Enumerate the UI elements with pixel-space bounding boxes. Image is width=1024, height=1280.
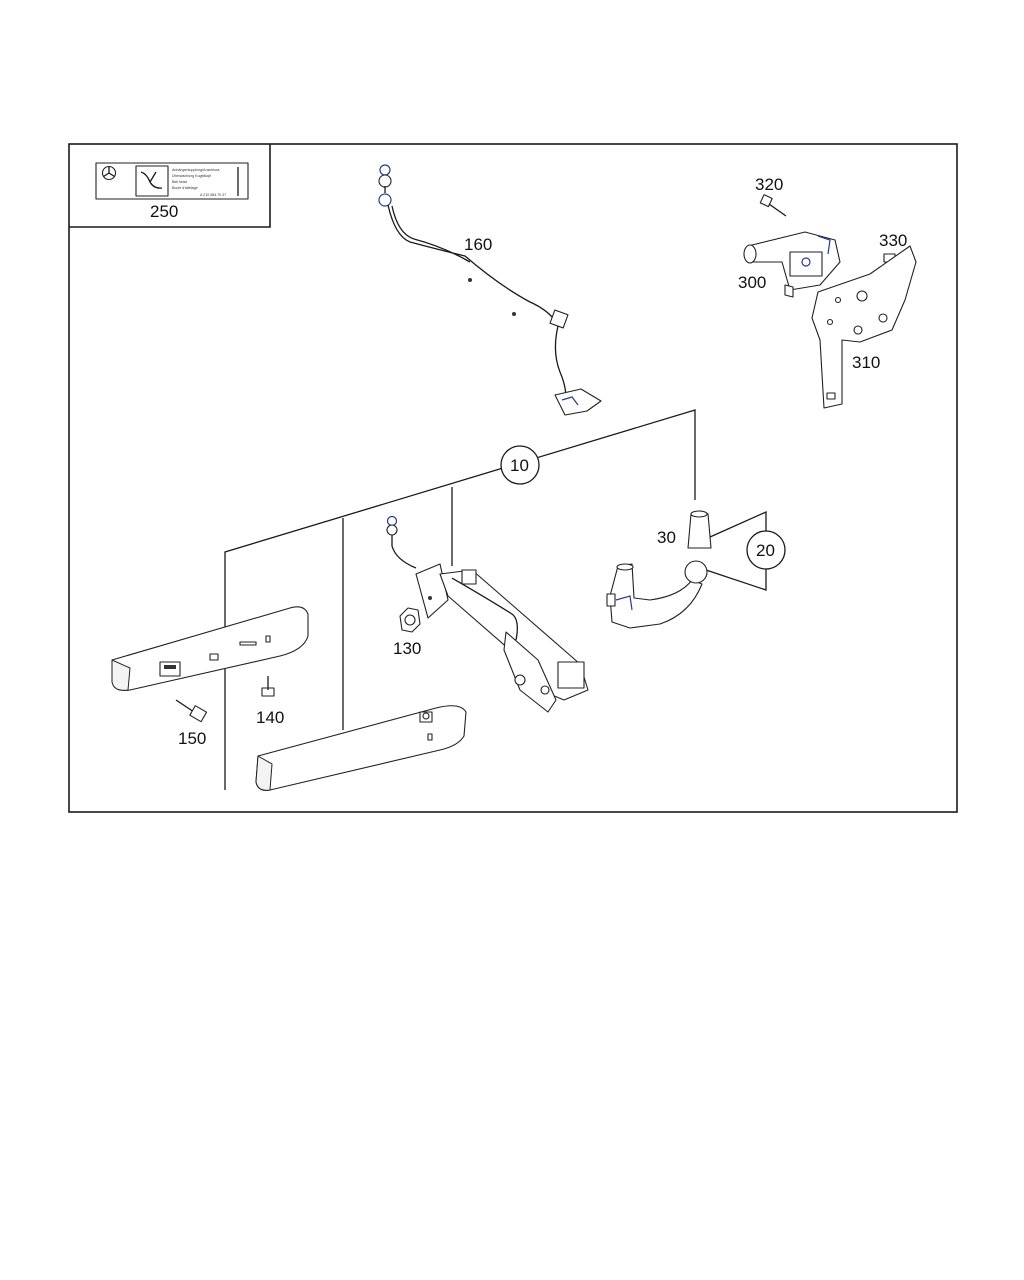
sticker-code: A 210 584 70 37 bbox=[200, 193, 226, 197]
part-300-actuator[interactable]: 300 bbox=[738, 231, 841, 298]
label-320: 320 bbox=[755, 175, 783, 194]
sticker-line2: Ball head bbox=[172, 180, 187, 184]
sticker-title: Anhängerkupplung/Anschluss bbox=[172, 168, 220, 172]
label-10: 10 bbox=[510, 456, 529, 475]
label-20: 20 bbox=[756, 541, 775, 560]
label-250: 250 bbox=[150, 202, 178, 221]
right-rail[interactable] bbox=[255, 705, 467, 791]
sticker-line3: Boule d'attelage bbox=[172, 186, 198, 190]
part-150-bolt[interactable]: 150 bbox=[175, 699, 208, 748]
label-310: 310 bbox=[852, 353, 880, 372]
tow-bar-crossmember[interactable] bbox=[386, 515, 589, 713]
label-130: 130 bbox=[393, 639, 421, 658]
diagram-frame bbox=[68, 143, 958, 813]
part-160-wiring-harness[interactable]: 160 bbox=[378, 164, 602, 416]
tow-ball-arm[interactable] bbox=[606, 560, 708, 629]
part-320-screw[interactable]: 320 bbox=[755, 175, 787, 217]
label-330: 330 bbox=[879, 231, 907, 250]
sticker-picture bbox=[135, 165, 169, 197]
callout-20[interactable] bbox=[746, 530, 786, 570]
sticker-inset[interactable]: Anhängerkupplung/Anschluss Überwachung K… bbox=[69, 144, 271, 228]
part-30-ball-cap[interactable]: 30 bbox=[657, 510, 712, 549]
label-140: 140 bbox=[256, 708, 284, 727]
assembly-20-leaders: 20 bbox=[705, 510, 786, 591]
label-300: 300 bbox=[738, 273, 766, 292]
part-140-bolt[interactable]: 140 bbox=[256, 676, 284, 727]
assembly-10-leaders: 10 bbox=[224, 409, 696, 790]
part-130-nut[interactable]: 130 bbox=[393, 607, 421, 658]
label-160: 160 bbox=[464, 235, 492, 254]
label-30: 30 bbox=[657, 528, 676, 547]
left-rail[interactable] bbox=[111, 606, 309, 691]
sticker-line1: Überwachung Kugelkopf bbox=[172, 174, 211, 178]
callout-10[interactable] bbox=[500, 445, 540, 485]
label-150: 150 bbox=[178, 729, 206, 748]
part-310-bracket[interactable]: 310 bbox=[811, 245, 917, 409]
